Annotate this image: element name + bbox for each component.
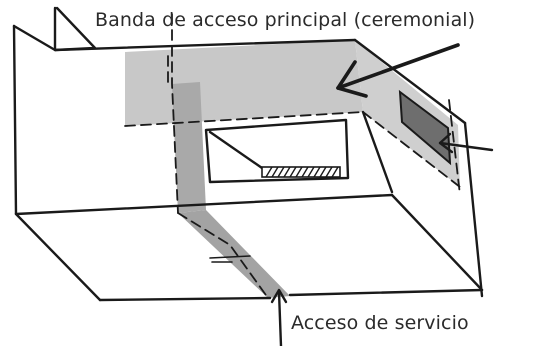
floor-mark-1: [209, 255, 251, 259]
right-wall-outer: [463, 121, 484, 298]
main-access-label: Banda de acceso principal (ceremonial): [95, 9, 476, 31]
service-access-band-floor: [178, 210, 290, 298]
service-access-band: [172, 82, 206, 213]
hatched-element: [261, 166, 341, 178]
roof-edge: [53, 38, 357, 52]
back-wall-opening: [204, 118, 350, 184]
main-access-band-wall: [125, 40, 363, 126]
right-wall-window: [398, 89, 452, 166]
window-arrow-head: [438, 132, 454, 154]
right-roof-edge: [353, 38, 467, 125]
opening-diagonal: [208, 130, 264, 170]
main-access-arrow-shaft: [336, 43, 460, 90]
dashed-band-right-edge: [362, 111, 461, 188]
floor-left-diagonal: [14, 212, 102, 302]
dashed-right-vertical: [448, 99, 461, 196]
floor-front-edge: [98, 296, 272, 302]
dashed-vertical-left: [171, 13, 179, 214]
window-arrow-shaft: [438, 141, 494, 152]
floor-right-diagonal: [390, 193, 484, 292]
interior-corner-line: [361, 110, 394, 194]
floor-left-edge: [14, 193, 394, 216]
left-wall-outline: [12, 24, 18, 216]
service-arrow-head: [270, 288, 288, 304]
service-arrow-shaft: [277, 290, 283, 346]
parapet-outline: [53, 6, 97, 52]
left-wall-top-edge: [12, 24, 57, 52]
dashed-band-lower-edge: [124, 111, 364, 127]
dashed-floor-path: [177, 212, 269, 299]
service-access-label: Acceso de servicio: [291, 312, 469, 334]
main-access-arrow-head: [336, 60, 368, 98]
floor-bottom-right: [288, 288, 484, 297]
